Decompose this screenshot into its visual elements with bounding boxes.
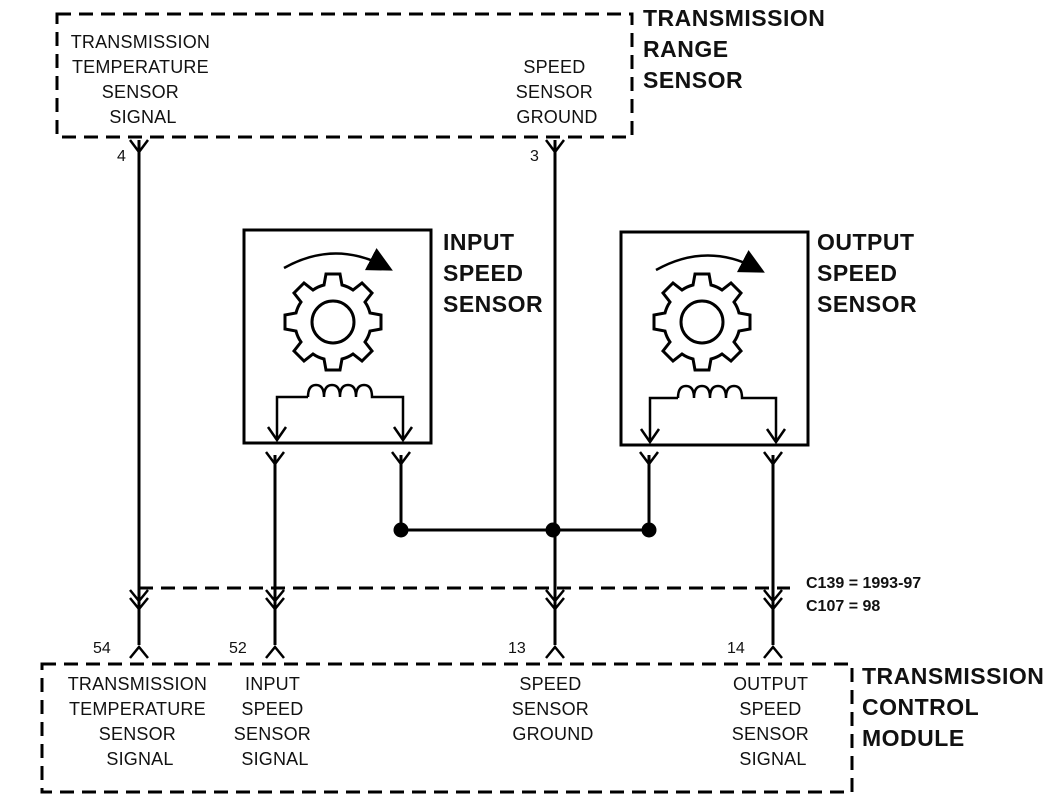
coil-icon [648,384,778,442]
range-signal-label: TRANSMISSION TEMPERATURE SENSOR SIGNAL [71,32,216,127]
pin-13: 13 [508,640,526,657]
tcm-label-input-speed: INPUT SPEED SENSOR SIGNAL [234,674,316,769]
gear-icon [283,272,383,372]
tcm-terminal-symbols [129,645,783,659]
pin-14: 14 [727,640,745,657]
wires [137,140,775,645]
range-ground-label: SPEED SENSOR GROUND [516,57,598,127]
gear-icon [652,272,752,372]
pin-52: 52 [229,640,247,657]
connector-chevrons [129,589,783,611]
splice-dot [393,522,409,538]
tcm-label-ground: SPEED SENSOR GROUND [512,674,594,744]
input-sensor-title: INPUT SPEED SENSOR [443,229,543,317]
tcm-label-temperature: TRANSMISSION TEMPERATURE SENSOR SIGNAL [68,674,213,769]
control-module-title: TRANSMISSION CONTROL MODULE [862,663,1051,751]
pin-3: 3 [530,148,539,165]
rotation-arrow-icon [283,247,393,271]
splice-dot [641,522,657,538]
output-speed-sensor [619,230,810,447]
splice-dots [393,522,657,538]
coil-icon [275,383,405,440]
terminal-symbols [129,139,783,467]
splice-dot [545,522,561,538]
pin-54: 54 [93,640,111,657]
range-sensor-title: TRANSMISSION RANGE SENSOR [643,5,832,93]
pin-4: 4 [117,148,126,165]
rotation-arrow-icon [655,249,765,273]
connector-note: C139 = 1993-97 C107 = 98 [806,575,926,615]
input-speed-sensor [242,228,433,445]
control-module-box [40,662,854,794]
tcm-label-output-speed: OUTPUT SPEED SENSOR SIGNAL [732,674,814,769]
output-sensor-title: OUTPUT SPEED SENSOR [817,229,921,317]
range-sensor-box [55,12,634,139]
inline-connector [129,586,790,611]
